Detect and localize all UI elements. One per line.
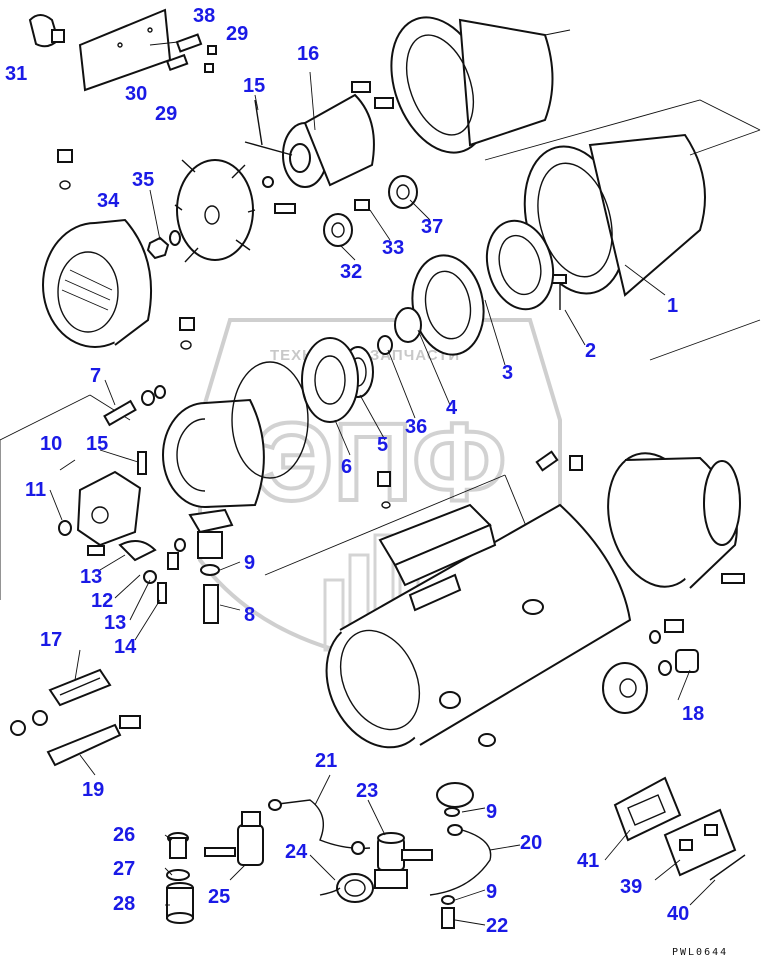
callout-5: 5 (377, 434, 388, 456)
callout-33: 33 (382, 237, 404, 259)
callout-26: 26 (113, 824, 135, 846)
callout-41: 41 (577, 850, 599, 872)
part-motor-16 (244, 81, 394, 188)
callout-4: 4 (446, 397, 458, 419)
part-bolt-7 (103, 385, 166, 427)
document-code: PWL0644 (672, 947, 728, 958)
callout-13a: 13 (80, 566, 102, 588)
callout-2: 2 (585, 340, 596, 362)
part-sensor-18 (602, 619, 699, 714)
part-hose-21 (268, 799, 371, 855)
callout-30: 30 (125, 83, 147, 105)
callout-19: 19 (82, 779, 104, 801)
callout-29a: 29 (226, 23, 248, 45)
callout-18: 18 (682, 703, 704, 725)
part-fan-blades (174, 159, 296, 263)
callout-10: 10 (40, 433, 62, 455)
callout-14: 14 (114, 636, 137, 658)
callout-39: 39 (620, 876, 642, 898)
part-screws-38-30-29 (149, 33, 217, 73)
part-pin-15 (137, 99, 263, 475)
callout-16: 16 (297, 43, 319, 65)
part-burner-head (162, 317, 309, 508)
part-strip-19 (46, 715, 141, 767)
callout-1: 1 (667, 295, 678, 317)
callout-29b: 29 (155, 103, 177, 125)
callout-12: 12 (91, 590, 113, 612)
part-main-body (325, 450, 632, 749)
callout-23: 23 (356, 780, 378, 802)
part-fuel-pump-23 (374, 832, 433, 889)
callout-36: 36 (405, 416, 427, 438)
callout-3: 3 (502, 362, 513, 384)
callout-25: 25 (208, 886, 230, 908)
callout-37: 37 (421, 216, 443, 238)
callout-28: 28 (113, 893, 135, 915)
part-nozzle-36 (377, 307, 422, 355)
callout-15b: 15 (86, 433, 108, 455)
part-turbine-6 (301, 337, 359, 423)
part-coil-24 (319, 873, 374, 903)
callout-15a: 15 (243, 75, 265, 97)
callout-32: 32 (340, 261, 362, 283)
part-rings-32-33-37 (323, 175, 418, 247)
part-cover-grille (42, 149, 153, 348)
callout-31: 31 (5, 63, 27, 85)
callout-6: 6 (341, 456, 352, 478)
part-impeller-housing-4 (411, 254, 485, 356)
callout-40: 40 (667, 903, 689, 925)
callout-35: 35 (132, 169, 154, 191)
callout-7: 7 (90, 365, 101, 387)
callout-17: 17 (40, 629, 62, 651)
callout-9a: 9 (244, 552, 255, 574)
callout-11: 11 (25, 479, 46, 501)
callout-9b: 9 (486, 801, 497, 823)
part-fittings-9-20-22 (429, 691, 496, 929)
part-switch-31 (28, 8, 172, 92)
callout-numbers: 1 2 3 4 5 6 7 8 9 9 9 10 11 12 13 13 14 … (5, 5, 704, 937)
part-valve-8 (167, 508, 234, 624)
part-shroud-top (390, 16, 571, 154)
callout-8: 8 (244, 604, 255, 626)
part-caps-26-27-28 (166, 832, 194, 924)
callout-9c: 9 (486, 881, 497, 903)
callout-20: 20 (520, 832, 542, 854)
callout-13b: 13 (104, 612, 126, 634)
callout-24: 24 (285, 841, 308, 863)
callout-27: 27 (113, 858, 135, 880)
part-nut-34-washer-35 (146, 230, 181, 260)
callout-38: 38 (193, 5, 215, 27)
callout-22: 22 (486, 915, 508, 937)
part-plates-39-41 (613, 776, 746, 881)
part-end-cone (607, 452, 745, 589)
part-ring-3 (485, 219, 555, 311)
callout-34: 34 (97, 190, 120, 212)
part-bracket-12-13 (87, 540, 167, 604)
callout-21: 21 (315, 750, 337, 772)
part-block-10 (58, 470, 142, 547)
leader-lines (49, 71, 716, 926)
reference-lines (0, 99, 761, 600)
part-filter-25 (204, 811, 264, 866)
part-igniter-17 (10, 668, 112, 736)
